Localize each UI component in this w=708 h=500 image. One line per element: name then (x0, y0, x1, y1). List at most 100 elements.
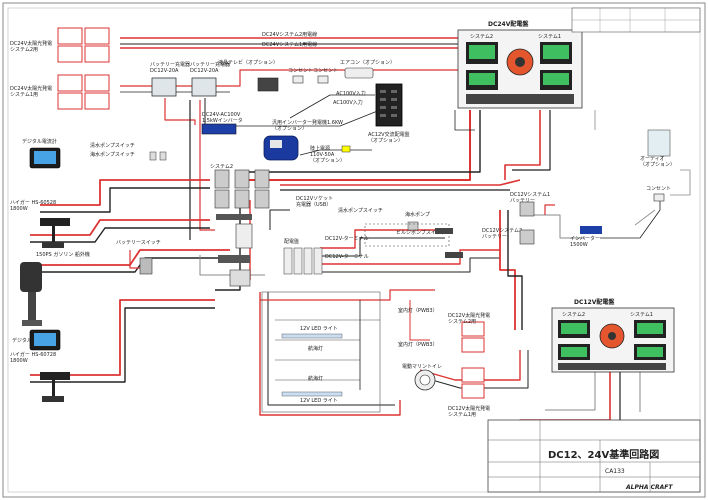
dc24-panel-right: システム1 (538, 34, 561, 40)
label-audio: オーディオ（オプション） (640, 155, 675, 168)
label-light-2: 12V LED ライト (300, 398, 338, 404)
ac-distribution-panel (375, 83, 403, 127)
label-ac100-in: AC100V入力 (336, 90, 366, 97)
label-aux-pump: 清水ポンプスイッチ (338, 207, 383, 214)
battery-bank-24v (214, 169, 270, 209)
dc24-meter-right-screen (543, 45, 569, 59)
label-ac100-out: AC100V入力 (333, 99, 363, 106)
title-block-frame (487, 419, 701, 493)
shore-plug (341, 145, 351, 153)
outlet-icon (317, 75, 329, 84)
trolling-motor-bottom (40, 372, 70, 402)
dc12-panel-right: システム1 (630, 312, 653, 318)
switch-icon (159, 151, 167, 161)
label-side-light: 航海灯 (308, 345, 323, 352)
inverter-12v (580, 226, 602, 234)
dashed-box (364, 223, 450, 247)
label-light-1: 12V LED ライト (300, 326, 338, 332)
led-strip (281, 333, 343, 339)
charger-box (151, 77, 177, 97)
pump-icon (407, 221, 419, 231)
dc12-panel-title: DC12V配電盤 (574, 298, 615, 306)
motor-prop (42, 242, 64, 248)
battery (234, 189, 250, 209)
dc24-panel-left: システム2 (470, 34, 493, 40)
wiring (30, 37, 691, 431)
breaker (303, 247, 313, 275)
dc24-panel-title: DC24V配電盤 (488, 20, 529, 28)
ac-switch (391, 114, 397, 117)
dc12-panel: DC12V配電盤 システム2 システム1 (551, 298, 675, 373)
dc24-selector-knob (515, 57, 525, 67)
battery (254, 189, 270, 209)
label-distribution: 配電盤 (284, 238, 299, 245)
ac-panel-switches (380, 90, 397, 117)
dc24-panel: DC24V配電盤 システム2 システム1 (457, 20, 583, 109)
brand-logo: ALPHA CRAFT (625, 484, 673, 491)
dc12-meter-left-screen (561, 323, 587, 334)
motor-prop (42, 396, 64, 402)
label-aircon: エアコン（オプション） (340, 60, 395, 66)
ac-switch (380, 114, 386, 117)
solar-controller (57, 74, 83, 92)
trolling-motor-top (40, 218, 70, 248)
solar-controller (57, 27, 83, 45)
battery (519, 201, 535, 217)
ac-switch (391, 98, 397, 101)
label-outboard: 150PS ガソリン 船外機 (36, 251, 90, 258)
solar-controller (461, 337, 485, 353)
label-digital-meter-bottom: デジタル電流計 (12, 337, 47, 344)
label-dc24-s1-line: DC24Vシステム1用電線 (262, 41, 317, 48)
ac-switch (391, 106, 397, 109)
dc24-switch-row (466, 94, 574, 104)
label-bilge: ビルジポンプスイッチ (396, 229, 446, 236)
motor-shaft (52, 226, 55, 242)
dc12-switch-row (558, 363, 666, 370)
solar-group-12v (461, 321, 485, 399)
breaker (283, 247, 293, 275)
motor-shaft (52, 380, 55, 396)
engine-cowl (20, 262, 42, 292)
tv-icon (257, 77, 279, 92)
label-room-light2: 室内灯（PWB3） (398, 341, 438, 348)
led-strip (281, 391, 343, 397)
ac-switch (391, 90, 397, 93)
battery (214, 189, 230, 209)
battery (234, 169, 250, 189)
ac-switch (380, 90, 386, 93)
label-ac-panel: AC12V交流配電盤（オプション） (368, 131, 410, 144)
solar-group-24v-s2: DC24V太陽光発電システム2用 (10, 27, 110, 63)
label-solar24-s2: DC24V太陽光発電システム2用 (10, 40, 52, 53)
solar-controller (461, 321, 485, 337)
label-room-light: 室内灯（PWB3） (398, 307, 438, 314)
label-system2-batt: システム2 (210, 164, 233, 170)
solar-controller (461, 367, 485, 383)
charger-box (191, 77, 217, 97)
title-block: DC12、24V基準回路図 CA133 ALPHA CRAFT (487, 419, 701, 493)
solar-controller (57, 92, 83, 110)
dc12-meter-low-left-screen (561, 347, 587, 357)
label-solar24-s1: DC24V太陽光発電システム1用 (10, 85, 52, 98)
ac-switch (380, 98, 386, 101)
dc12-panel-left: システム2 (562, 312, 585, 318)
label-gen: 汎用インバーター発電機1.6KW（オプション） (272, 119, 343, 132)
terminal-strip (435, 228, 453, 234)
label-consent3: コンセント (646, 186, 671, 192)
label-dc12-solar-s2: DC12V太陽光発電システム2用 (448, 312, 490, 325)
battery-switch (139, 257, 153, 275)
battery (254, 169, 270, 189)
drawing-title: DC12、24V基準回路図 (548, 448, 659, 461)
label-tv: 液晶テレビ（オプション） (218, 59, 278, 66)
revision-block (571, 7, 701, 33)
terminal-strip (445, 252, 463, 258)
